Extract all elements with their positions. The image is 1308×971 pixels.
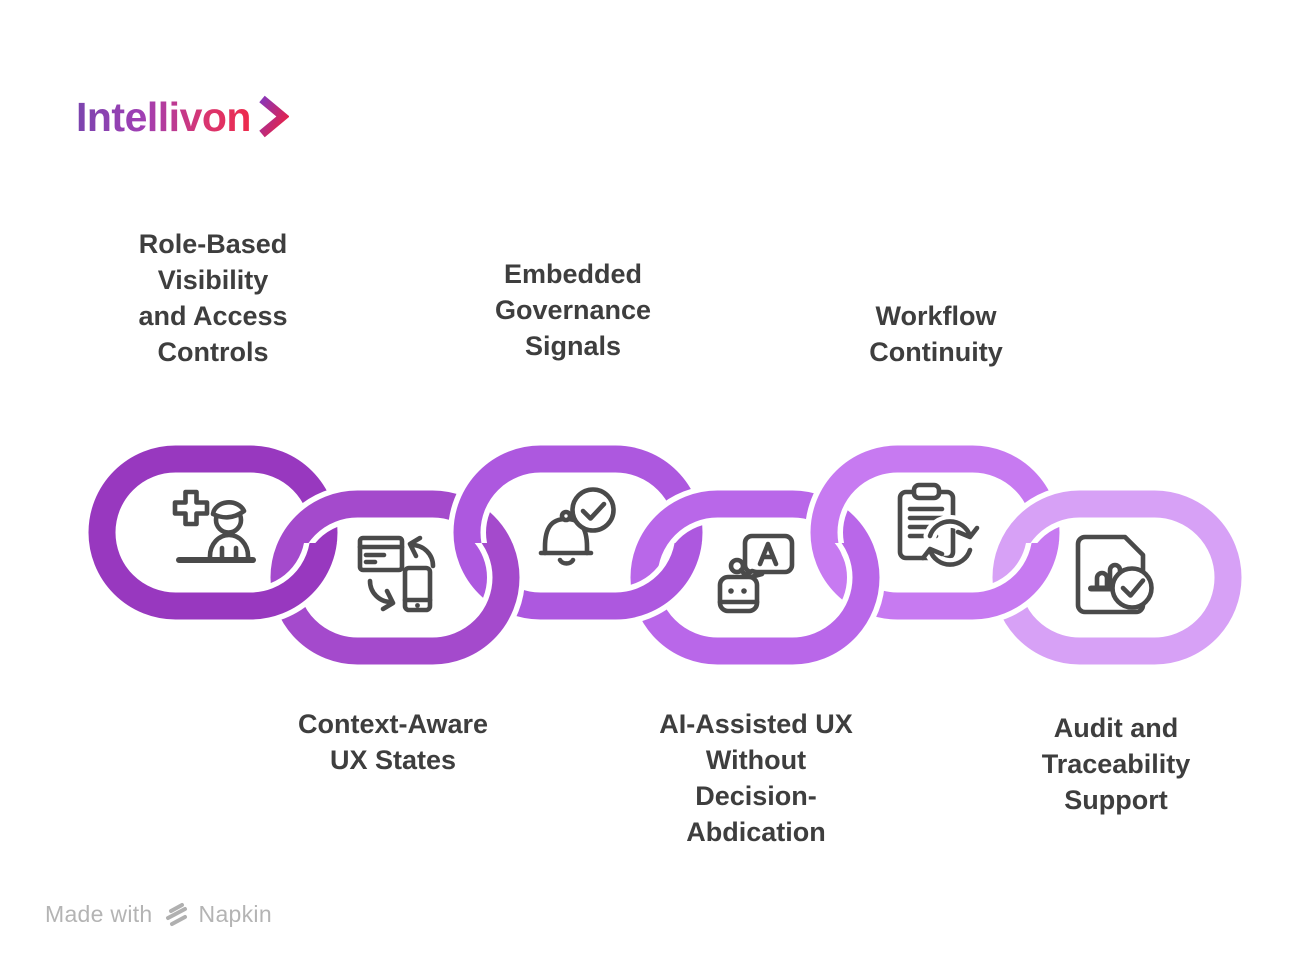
label-line: Continuity (869, 337, 1003, 367)
napkin-icon (165, 903, 187, 926)
brand-name: Intellivon (76, 93, 251, 140)
label-line: Signals (524, 331, 622, 361)
chain-weave-4 (790, 543, 885, 670)
step-label-workflow: Workflow Continuity (869, 298, 1002, 370)
label-line: Traceability (1041, 749, 1191, 779)
label-line: Embedded (503, 259, 643, 289)
chain-weave-2 (431, 543, 525, 670)
label-line: Abdication (686, 817, 826, 847)
device-sync-icon (357, 535, 436, 613)
label-line: AI-Assisted UX (659, 709, 853, 739)
label-line: Audit and (1053, 713, 1179, 743)
step-label-context-aware: Context-Aware UX States (298, 706, 488, 778)
chevron-right-icon (258, 94, 289, 140)
step-label-audit: Audit and Traceability Support (1042, 710, 1191, 818)
bell-check-icon (538, 487, 616, 566)
step-label-governance: Embedded Governance Signals (495, 256, 651, 364)
label-line: Visibility (157, 265, 269, 295)
label-line: Role-Based (138, 229, 288, 259)
label-line: Support (1064, 785, 1168, 815)
step-label-ai-assisted: AI-Assisted UX Without Decision- Abdicat… (659, 706, 853, 850)
label-line: UX States (329, 745, 457, 775)
brand-logo: Intellivon (76, 94, 289, 140)
clipboard-sync-icon (897, 482, 980, 572)
watermark-brand: Napkin (198, 900, 272, 927)
label-line: Workflow (875, 301, 997, 331)
watermark-prefix: Made with (45, 900, 153, 927)
label-line: Without (705, 745, 807, 775)
step-label-role-based: Role-Based Visibility and Access Control… (138, 226, 287, 370)
user-access-icon (172, 489, 256, 563)
ai-chat-icon (717, 533, 795, 614)
audit-doc-icon (1075, 534, 1154, 615)
label-line: Context-Aware (297, 709, 489, 739)
label-line: Controls (157, 337, 269, 367)
made-with-napkin-watermark: Made with Napkin (45, 900, 272, 928)
label-line: Governance (494, 295, 652, 325)
label-line: and Access (138, 301, 288, 331)
label-line: Decision- (695, 781, 817, 811)
chain-link-3 (448, 440, 708, 625)
